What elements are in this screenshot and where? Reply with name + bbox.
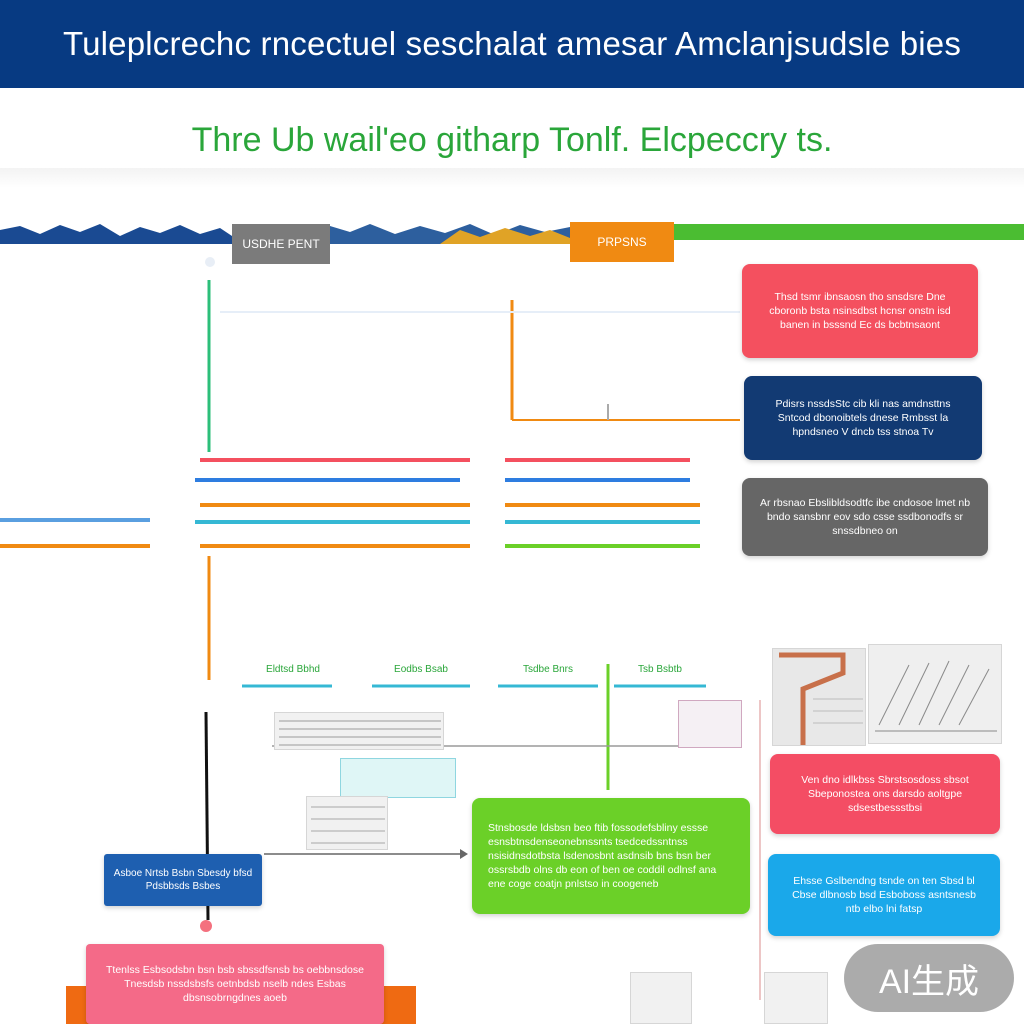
branch-label-3: Tsdbe Bnrs bbox=[496, 660, 600, 678]
banner-strip bbox=[0, 222, 1024, 244]
header-bar: Tuleplcrechc rncectuel seschalat amesar … bbox=[0, 0, 1024, 88]
sketch-image-lower bbox=[306, 796, 388, 850]
sketch-image-left bbox=[274, 712, 444, 750]
ai-generated-watermark: AI生成 bbox=[844, 944, 1014, 1012]
branch-label-2: Eodbs Bsab bbox=[370, 660, 472, 678]
info-card-cyan: Ehsse Gslbendng tsnde on ten Sbsd bl Cbs… bbox=[768, 854, 1000, 936]
info-card-bottom-pink: Ttenlss Esbsodsbn bsn bsb sbssdfsnsb bs … bbox=[86, 944, 384, 1024]
photo-panel-left bbox=[772, 648, 866, 746]
branch-label-4: Tsb Bsbtb bbox=[612, 660, 708, 678]
info-card-blue-small: Asboe Nrtsb Bsbn Sbesdy bfsd Pdsbbsds Bs… bbox=[104, 854, 262, 906]
info-card-grey: Ar rbsnao Ebslibldsodtfc ibe cndosoe lme… bbox=[742, 478, 988, 556]
sketch-image-center bbox=[340, 758, 456, 798]
sketch-image-bottom-1 bbox=[630, 972, 692, 1024]
subtitle-divider bbox=[0, 168, 1024, 188]
tag-left: USDHE PENT bbox=[232, 224, 330, 264]
info-card-navy: Pdisrs nssdsStc cib kli nas amdnsttns Sn… bbox=[744, 376, 982, 460]
info-card-green: Stnsbosde ldsbsn beo ftib fossodefsbliny… bbox=[472, 798, 750, 914]
sketch-image-bottom-2 bbox=[764, 972, 828, 1024]
branch-label-1: Eldtsd Bbhd bbox=[240, 660, 346, 678]
photo-panel-right bbox=[868, 644, 1002, 744]
page-title: Tuleplcrechc rncectuel seschalat amesar … bbox=[63, 25, 961, 63]
info-card-red: Thsd tsmr ibnsaosn tho snsdsre Dne cboro… bbox=[742, 264, 978, 358]
subtitle: Thre Ub wail'eo githarp Tonlf. Elcpeccry… bbox=[0, 112, 1024, 168]
sketch-image-small bbox=[678, 700, 742, 748]
info-card-pink: Ven dno idlkbss Sbrstsosdoss sbsot Sbepo… bbox=[770, 754, 1000, 834]
tag-right: PRPSNS bbox=[570, 222, 674, 262]
